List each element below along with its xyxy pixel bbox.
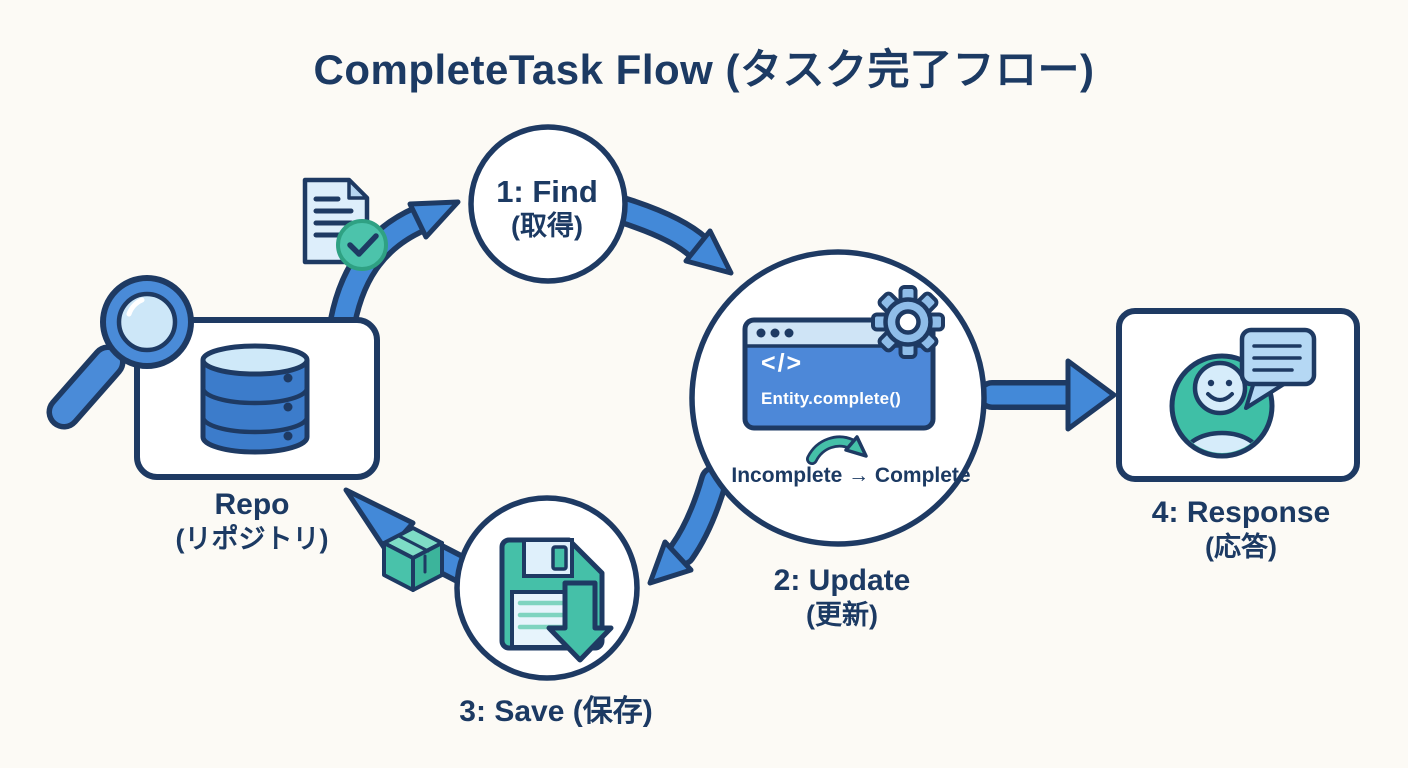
repo-subtitle: (リポジトリ) — [175, 524, 329, 554]
repo-node-label: Repo (リポジトリ) — [176, 487, 329, 555]
save-title: 3: Save (保存) — [459, 695, 653, 728]
save-arrow-icon — [546, 580, 614, 663]
document-check-icon — [302, 177, 388, 271]
response-node — [1116, 308, 1360, 482]
save-node-label: 3: Save (保存) — [459, 694, 652, 730]
state-change-arrow-icon — [806, 435, 868, 465]
update-node — [689, 249, 987, 547]
update-title: 2: Update — [773, 564, 911, 597]
arrow-update-to-save — [647, 465, 729, 586]
package-icon — [382, 526, 444, 592]
method-call-text: Entity.complete() — [761, 389, 902, 408]
database-icon — [200, 343, 310, 455]
find-node-label: 1: Find (取得) — [496, 173, 598, 243]
response-node-label: 4: Response (応答) — [1152, 495, 1330, 563]
response-title: 4: Response — [1151, 496, 1331, 529]
arrow-find-to-update — [607, 195, 734, 276]
magnifying-glass-icon — [46, 275, 194, 430]
state-transition-text: Incomplete → Complete — [731, 464, 971, 487]
gear-icon — [871, 285, 945, 359]
save-node — [454, 495, 640, 681]
page-title: CompleteTask Flow (タスク完了フロー) — [313, 46, 1095, 93]
repo-node — [46, 275, 380, 480]
repo-title: Repo — [214, 488, 290, 521]
code-symbol-text: </> — [761, 349, 804, 377]
speech-bubble-icon — [1239, 327, 1317, 410]
find-node — [468, 124, 628, 284]
update-subtitle: (更新) — [806, 600, 878, 630]
update-node-label: 2: Update (更新) — [774, 563, 911, 631]
find-title: 1: Find — [496, 174, 598, 209]
response-subtitle: (応答) — [1205, 532, 1277, 562]
arrow-update-to-response — [977, 358, 1117, 432]
find-subtitle: (取得) — [511, 211, 583, 242]
